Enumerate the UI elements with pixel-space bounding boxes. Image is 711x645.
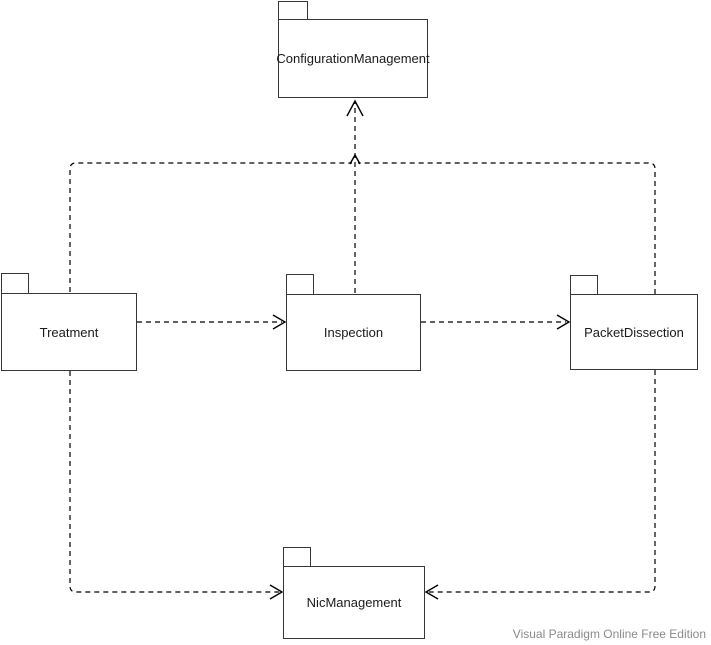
dependency-inspection-packetdissection[interactable] [421,314,571,330]
arrowhead-up-icon [349,153,361,165]
dependency-treatment-inspection[interactable] [137,314,287,330]
arrowhead-left-icon [424,584,439,600]
arrowhead-up-icon [346,99,364,117]
package-treatment[interactable]: Treatment [1,273,137,371]
package-nic-management[interactable]: NicManagement [283,547,425,639]
package-configuration-management[interactable]: ConfigurationManagement [276,1,430,98]
dependency-packetdissection-nicmanagement[interactable] [424,370,656,600]
arrowhead-right-icon [272,314,287,330]
package-label: ConfigurationManagement [276,51,430,66]
dependency-packetdissection-configurationmanagement[interactable] [358,162,656,294]
watermark-text: Visual Paradigm Online Free Edition [512,627,706,641]
arrowhead-right-icon [556,314,571,330]
package-body: ConfigurationManagement [276,19,430,98]
dependency-treatment-nicmanagement[interactable] [69,371,284,600]
package-tab [286,274,314,294]
package-body: Inspection [286,294,421,371]
package-label: Treatment [39,324,99,340]
package-inspection[interactable]: Inspection [286,274,421,371]
package-tab [1,273,29,293]
package-label: NicManagement [306,595,402,610]
package-label: PacketDissection [584,324,684,340]
arrowhead-right-icon [269,584,284,600]
package-tab [570,275,598,294]
package-tab [283,547,311,566]
dependency-treatment-configurationmanagement[interactable] [69,153,361,292]
package-label: Inspection [323,325,384,340]
package-body: Treatment [1,293,137,371]
package-body: NicManagement [283,566,425,639]
package-tab [278,1,308,19]
dependency-inspection-configurationmanagement[interactable] [346,99,364,293]
package-body: PacketDissection [570,294,698,370]
package-packet-dissection[interactable]: PacketDissection [570,275,698,370]
